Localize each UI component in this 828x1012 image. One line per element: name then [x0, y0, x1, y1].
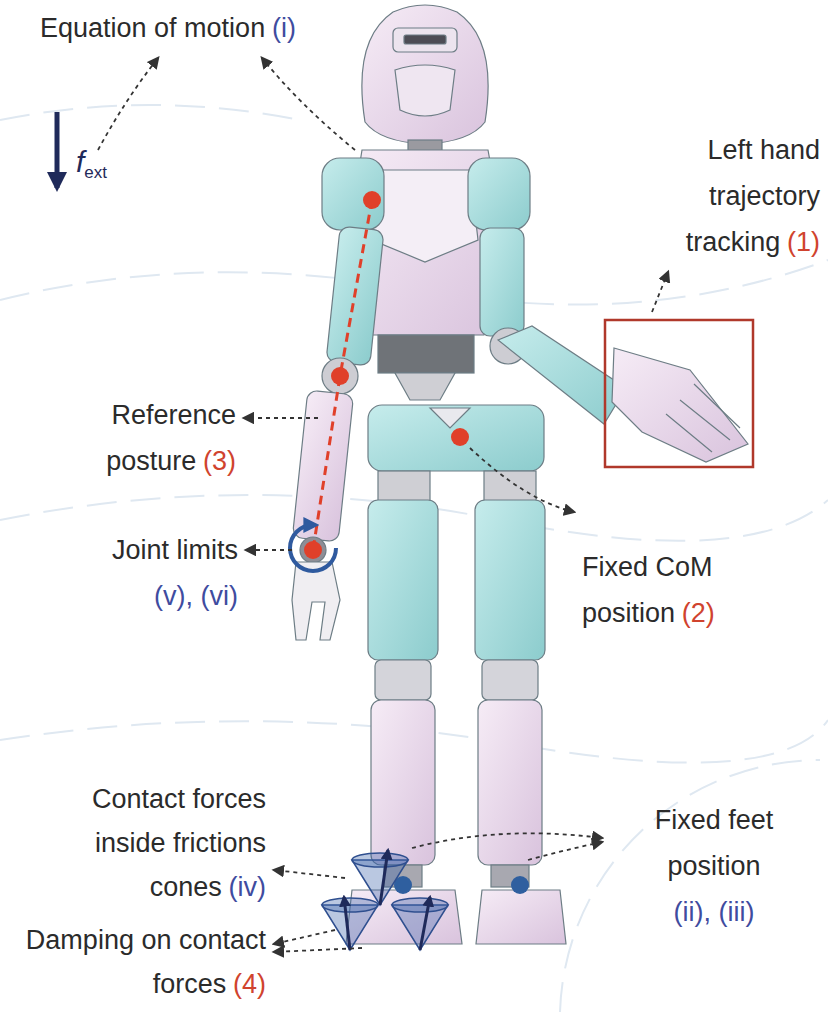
callout: Fixed CoM position(2) [582, 544, 820, 636]
robot-part [395, 373, 455, 400]
robot-part [666, 384, 740, 452]
leader-lines-part [98, 58, 158, 150]
leader-lines-part [274, 948, 362, 952]
robot-part [371, 700, 435, 865]
callout: Reference posture(3) [38, 392, 236, 484]
robot-part [368, 500, 438, 660]
constraint-markers-part [344, 850, 430, 950]
robot-part [480, 228, 524, 336]
robot-part [292, 390, 353, 542]
callout: Left hand trajectory tracking(1) [610, 127, 820, 265]
callout-text: Damping on contact forces [26, 925, 266, 999]
robot-part [378, 471, 430, 501]
leader-lines-part [652, 272, 668, 312]
constraint-markers-part [290, 525, 336, 571]
leader-lines [98, 58, 668, 952]
external-force-arrow [57, 112, 58, 188]
external-force-arrow-part [55, 112, 60, 188]
robot-part [362, 5, 488, 144]
callout-text: Fixed feet position [655, 805, 774, 881]
leader-lines-part [244, 417, 318, 419]
constraint-markers-part-part [420, 897, 430, 950]
robot-part [368, 405, 544, 471]
task-markers-part [363, 191, 381, 209]
callout: fext [76, 142, 146, 193]
constraint-markers-part-part [352, 853, 408, 867]
leader-lines-part [528, 842, 602, 860]
constraint-number: (v), (vi) [14, 573, 238, 619]
constraint-number: (ii), (iii) [608, 889, 820, 935]
robot-part [482, 660, 538, 700]
callout: Fixed feet position (ii), (iii) [608, 797, 820, 935]
task-number: (2) [682, 598, 715, 628]
task-markers-part [313, 200, 372, 550]
robot-part [375, 660, 431, 700]
task-markers-part [451, 428, 469, 446]
callout-text: Joint limits [112, 535, 238, 565]
callout-text: Equation of motion [40, 13, 265, 43]
force-symbol: f [76, 145, 84, 178]
robot-part [475, 500, 545, 660]
robot-part [476, 890, 566, 944]
task-markers [304, 191, 753, 559]
task-number: (1) [787, 227, 820, 257]
robot-part [378, 335, 474, 373]
callout: Joint limits (v), (vi) [14, 527, 238, 619]
robot-part [468, 158, 530, 230]
callout: Equation of motion (i) [40, 5, 420, 51]
leader-lines-part [274, 930, 335, 944]
leader-lines-part [470, 448, 574, 512]
callout: Damping on contact forces(4) [20, 918, 266, 1006]
robot-part [395, 65, 455, 116]
constraint-number: (iv) [229, 872, 266, 902]
leader-lines-part [274, 870, 345, 878]
constraint-markers-part [511, 876, 529, 894]
constraint-markers-part-part [322, 898, 378, 912]
robot-part [322, 158, 384, 230]
robot-part [430, 408, 470, 428]
constraint-markers-part-part [380, 850, 388, 905]
robot-part [292, 562, 340, 640]
robot-part [612, 348, 748, 462]
robot-part [393, 28, 457, 52]
task-markers-part [304, 541, 322, 559]
robot-part [484, 471, 536, 501]
leader-lines-part [246, 549, 292, 551]
robot-part [322, 358, 358, 394]
callout: Contact forces inside frictions cones(iv… [40, 777, 266, 909]
robot-part [478, 700, 542, 865]
background-arcs-part [560, 760, 820, 1012]
constraint-markers-part-part [392, 898, 448, 912]
leader-lines-part [262, 58, 355, 150]
constraint-markers-part-part [344, 897, 350, 950]
background-arcs [0, 105, 828, 1012]
robot-part [404, 35, 446, 44]
robot [292, 5, 748, 944]
background-arcs-part [0, 105, 300, 120]
task-number: (4) [233, 969, 266, 999]
task-number: (3) [203, 446, 236, 476]
leader-lines-part [412, 833, 602, 848]
robot-part [372, 170, 478, 262]
constraint-number: (i) [272, 13, 296, 43]
task-markers-part [605, 320, 753, 467]
task-markers-part [331, 367, 349, 385]
constraint-markers [290, 525, 529, 950]
force-subscript: ext [84, 163, 107, 182]
